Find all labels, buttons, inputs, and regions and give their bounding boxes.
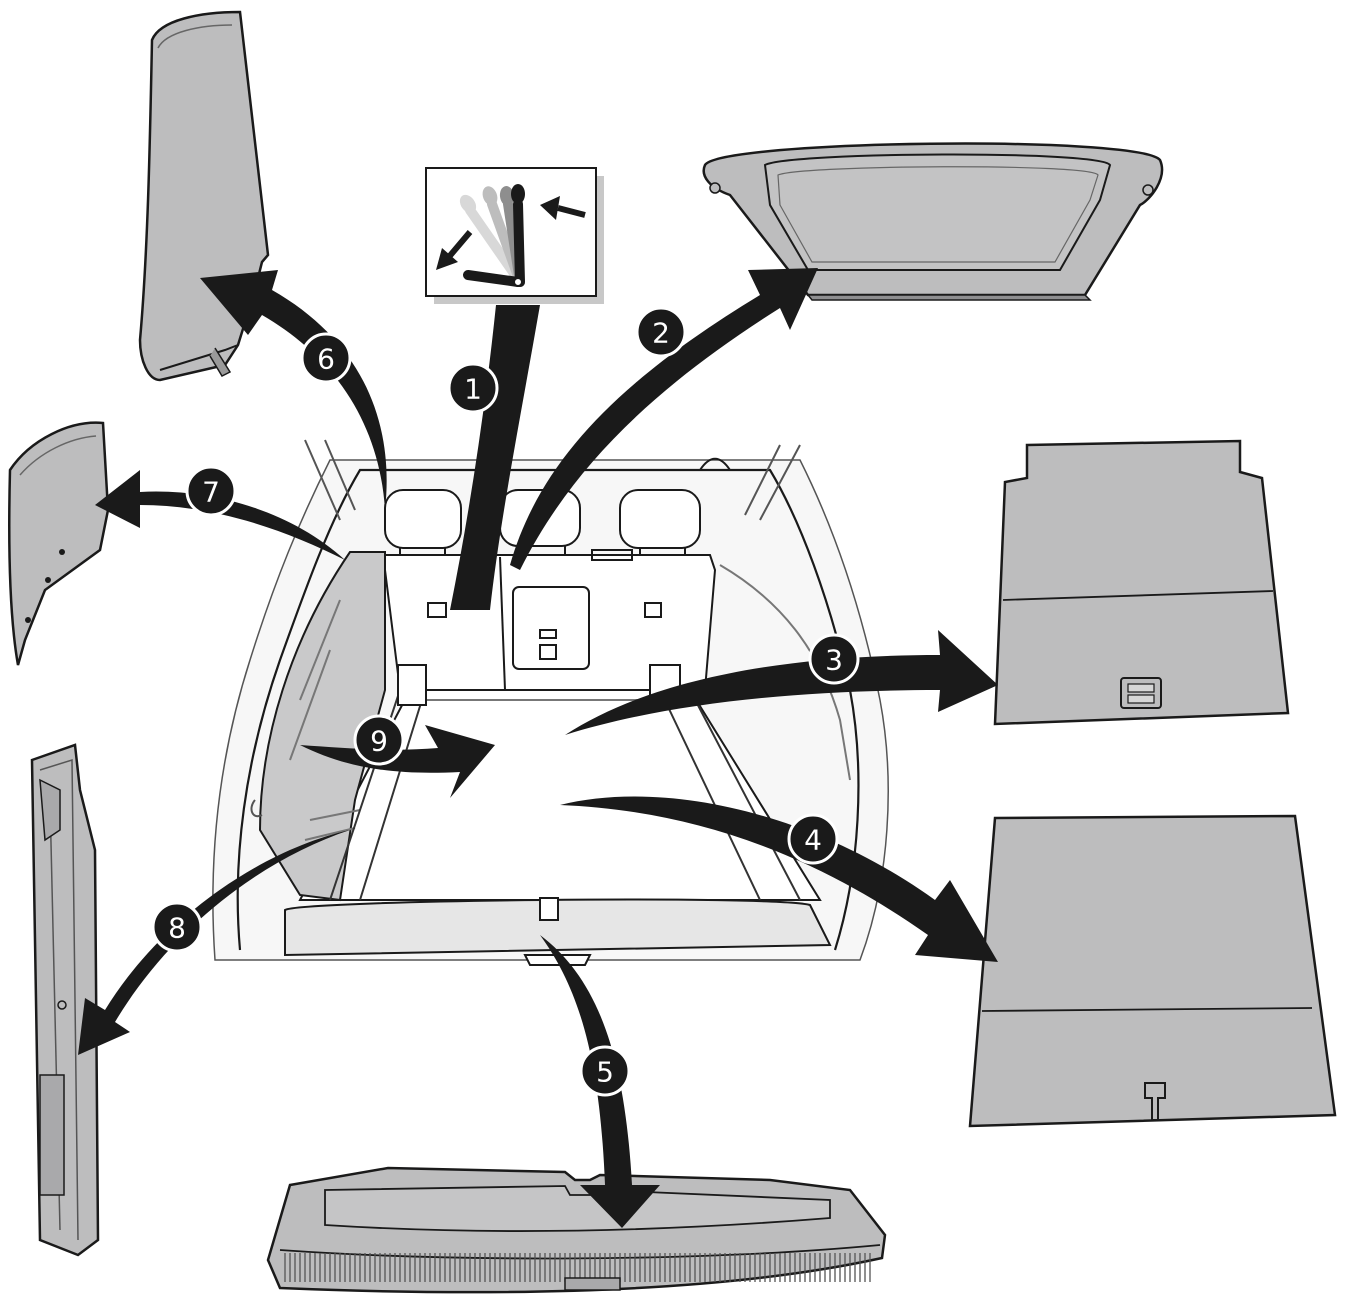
arrows xyxy=(78,268,998,1228)
svg-text:1: 1 xyxy=(464,373,482,406)
svg-text:2: 2 xyxy=(652,317,670,350)
svg-text:8: 8 xyxy=(168,912,186,945)
arrow-4 xyxy=(560,796,998,962)
callout-badges: 1 2 3 4 5 6 7 8 9 xyxy=(151,306,860,1097)
arrow-3 xyxy=(565,630,998,735)
callout-4: 4 xyxy=(787,813,839,865)
callout-7: 7 xyxy=(185,465,237,517)
arrow-9 xyxy=(300,725,495,798)
arrow-2 xyxy=(510,268,818,570)
callout-8: 8 xyxy=(151,901,203,953)
svg-text:6: 6 xyxy=(317,343,335,376)
callout-9: 9 xyxy=(353,714,405,766)
callout-3: 3 xyxy=(808,633,860,685)
part-5-loading-sill-trim xyxy=(266,1166,887,1294)
arrow-8 xyxy=(78,830,350,1055)
part-3-floor-panel-front xyxy=(993,439,1290,726)
part-2-luggage-cover xyxy=(702,142,1164,301)
callout-1: 1 xyxy=(447,362,499,414)
arrow-1 xyxy=(450,305,540,610)
trunk-view xyxy=(212,439,889,966)
part-4-floor-panel-rear xyxy=(968,814,1337,1128)
arrow-6 xyxy=(200,270,387,510)
callout-5: 5 xyxy=(579,1045,631,1097)
sill-ribbing xyxy=(284,1253,871,1282)
fold-seat-icon xyxy=(425,167,604,304)
svg-text:7: 7 xyxy=(202,476,220,509)
part-7-c-pillar-trim xyxy=(8,421,110,666)
callout-6: 6 xyxy=(300,332,352,384)
svg-text:4: 4 xyxy=(804,824,822,857)
callout-2: 2 xyxy=(635,306,687,358)
svg-text:9: 9 xyxy=(370,725,388,758)
svg-text:3: 3 xyxy=(825,644,843,677)
svg-text:5: 5 xyxy=(596,1056,614,1089)
arrow-7 xyxy=(95,470,345,560)
